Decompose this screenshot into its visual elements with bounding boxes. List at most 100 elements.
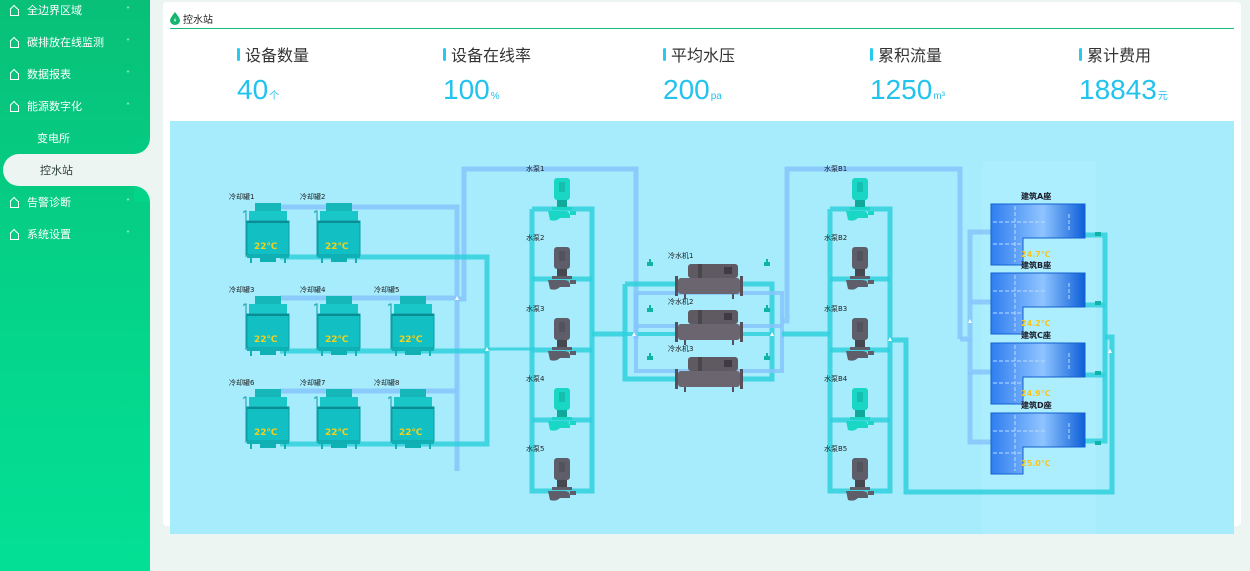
sidebar-item-carbon-monitoring[interactable]: 碳排放在线监测 ˅ bbox=[0, 26, 150, 58]
valve-icon[interactable] bbox=[764, 356, 770, 360]
sidebar-item-boundary-area[interactable]: 全边界区域 ˅ bbox=[0, 0, 150, 26]
tower-body bbox=[246, 220, 290, 256]
tower-leg bbox=[395, 351, 397, 356]
chiller-leg bbox=[732, 340, 734, 345]
sidebar-subitem-label: 变电所 bbox=[37, 132, 70, 145]
pump-outlet bbox=[570, 351, 576, 355]
stat-cumulative-flow: 累积流量 1250m³ bbox=[870, 44, 945, 113]
flow-arrow-icon bbox=[485, 347, 489, 351]
sidebar-item-energy-digital[interactable]: 能源数字化 ˄ bbox=[0, 90, 150, 122]
tower-fan bbox=[400, 389, 426, 397]
pump-volute bbox=[846, 211, 868, 221]
chiller[interactable]: 冷水机1 bbox=[668, 251, 743, 299]
water-pump[interactable]: 水泵B1 bbox=[824, 164, 874, 221]
tower-fan bbox=[255, 389, 281, 397]
sidebar-item-alarm-diagnosis[interactable]: 告警诊断 ˅ bbox=[0, 186, 150, 218]
chiller-panel bbox=[724, 360, 732, 367]
chevron-down-icon: ˅ bbox=[126, 5, 130, 15]
tower-rim bbox=[318, 314, 360, 316]
pump-label: 水泵5 bbox=[526, 444, 544, 453]
tower-base bbox=[392, 348, 434, 351]
building-temp: 24.9℃ bbox=[1021, 389, 1051, 398]
stat-device-count: 设备数量 40个 bbox=[237, 44, 309, 113]
water-pump[interactable]: 水泵1 bbox=[526, 164, 576, 221]
water-pump[interactable]: 水泵B4 bbox=[824, 374, 874, 431]
tower-leg bbox=[284, 258, 286, 263]
valve-icon[interactable] bbox=[1095, 371, 1101, 375]
sidebar-subitem-substation[interactable]: 变电所 bbox=[0, 122, 150, 154]
pump-outlet bbox=[868, 351, 874, 355]
tower-leg bbox=[429, 444, 431, 449]
water-pump[interactable]: 水泵3 bbox=[526, 304, 576, 361]
valve-icon[interactable] bbox=[647, 262, 653, 266]
tower-leg bbox=[250, 444, 252, 449]
water-pump[interactable]: 水泵4 bbox=[526, 374, 576, 431]
water-drop-icon bbox=[170, 11, 180, 25]
valve-stem bbox=[766, 305, 768, 308]
pump-flange bbox=[552, 207, 572, 210]
valve-stem bbox=[649, 353, 651, 356]
cooling-tower-temp: 22℃ bbox=[254, 242, 278, 252]
pump-coupling bbox=[855, 340, 865, 348]
valve-icon[interactable] bbox=[1095, 301, 1101, 305]
tower-top bbox=[320, 304, 358, 314]
flow-arrow-icon bbox=[770, 332, 774, 336]
valve-icon[interactable] bbox=[764, 262, 770, 266]
cooling-tower-label: 冷却罐7 bbox=[300, 378, 325, 387]
tower-top bbox=[320, 211, 358, 221]
cooling-tower-temp: 22℃ bbox=[325, 335, 349, 345]
sidebar-item-label: 数据报表 bbox=[27, 68, 71, 81]
pump-coupling bbox=[855, 410, 865, 418]
pump-flange bbox=[850, 347, 870, 350]
sidebar-subitem-water-station[interactable]: 控水站 bbox=[3, 154, 150, 186]
sidebar-item-system-settings[interactable]: 系统设置 ˅ bbox=[0, 218, 150, 250]
valve-icon[interactable] bbox=[647, 356, 653, 360]
water-pump[interactable]: 水泵B3 bbox=[824, 304, 874, 361]
tower-body bbox=[391, 313, 435, 349]
diagram-canvas: 冷却罐122℃冷却罐222℃冷却罐322℃冷却罐422℃冷却罐522℃冷却罐62… bbox=[229, 161, 1115, 534]
pump-outlet bbox=[570, 421, 576, 425]
cooling-tower-temp: 22℃ bbox=[399, 335, 423, 345]
pump-volute bbox=[846, 280, 868, 290]
cooling-tower-label: 冷却罐6 bbox=[229, 378, 255, 387]
water-pump[interactable]: 水泵2 bbox=[526, 233, 576, 290]
tower-rim bbox=[318, 221, 360, 223]
tower-top bbox=[394, 304, 432, 314]
pump-outlet bbox=[868, 421, 874, 425]
water-pump[interactable]: 水泵B2 bbox=[824, 233, 874, 290]
valve-icon[interactable] bbox=[764, 308, 770, 312]
valve-icon[interactable] bbox=[1095, 441, 1101, 445]
chiller[interactable]: 冷水机2 bbox=[668, 297, 743, 345]
stat-unit: pa bbox=[710, 91, 722, 102]
tower-sump bbox=[331, 351, 347, 355]
tower-base bbox=[318, 255, 360, 258]
pump-coupling bbox=[557, 480, 567, 488]
stat-label: 累积流量 bbox=[878, 46, 943, 65]
valve-icon[interactable] bbox=[1095, 232, 1101, 236]
sidebar-item-data-reports[interactable]: 数据报表 ˅ bbox=[0, 58, 150, 90]
valve-icon[interactable] bbox=[647, 308, 653, 312]
home-icon bbox=[10, 70, 19, 80]
chiller-band bbox=[698, 310, 702, 324]
water-pump[interactable]: 水泵B5 bbox=[824, 444, 874, 501]
building-walls bbox=[993, 275, 1070, 331]
water-pump[interactable]: 水泵5 bbox=[526, 444, 576, 501]
tower-leg bbox=[250, 351, 252, 356]
chiller-end bbox=[675, 369, 678, 389]
chiller-panel bbox=[724, 267, 732, 274]
chiller[interactable]: 冷水机3 bbox=[668, 344, 743, 392]
cooling-tower-temp: 22℃ bbox=[399, 428, 423, 438]
pump-label: 水泵B3 bbox=[824, 304, 847, 313]
